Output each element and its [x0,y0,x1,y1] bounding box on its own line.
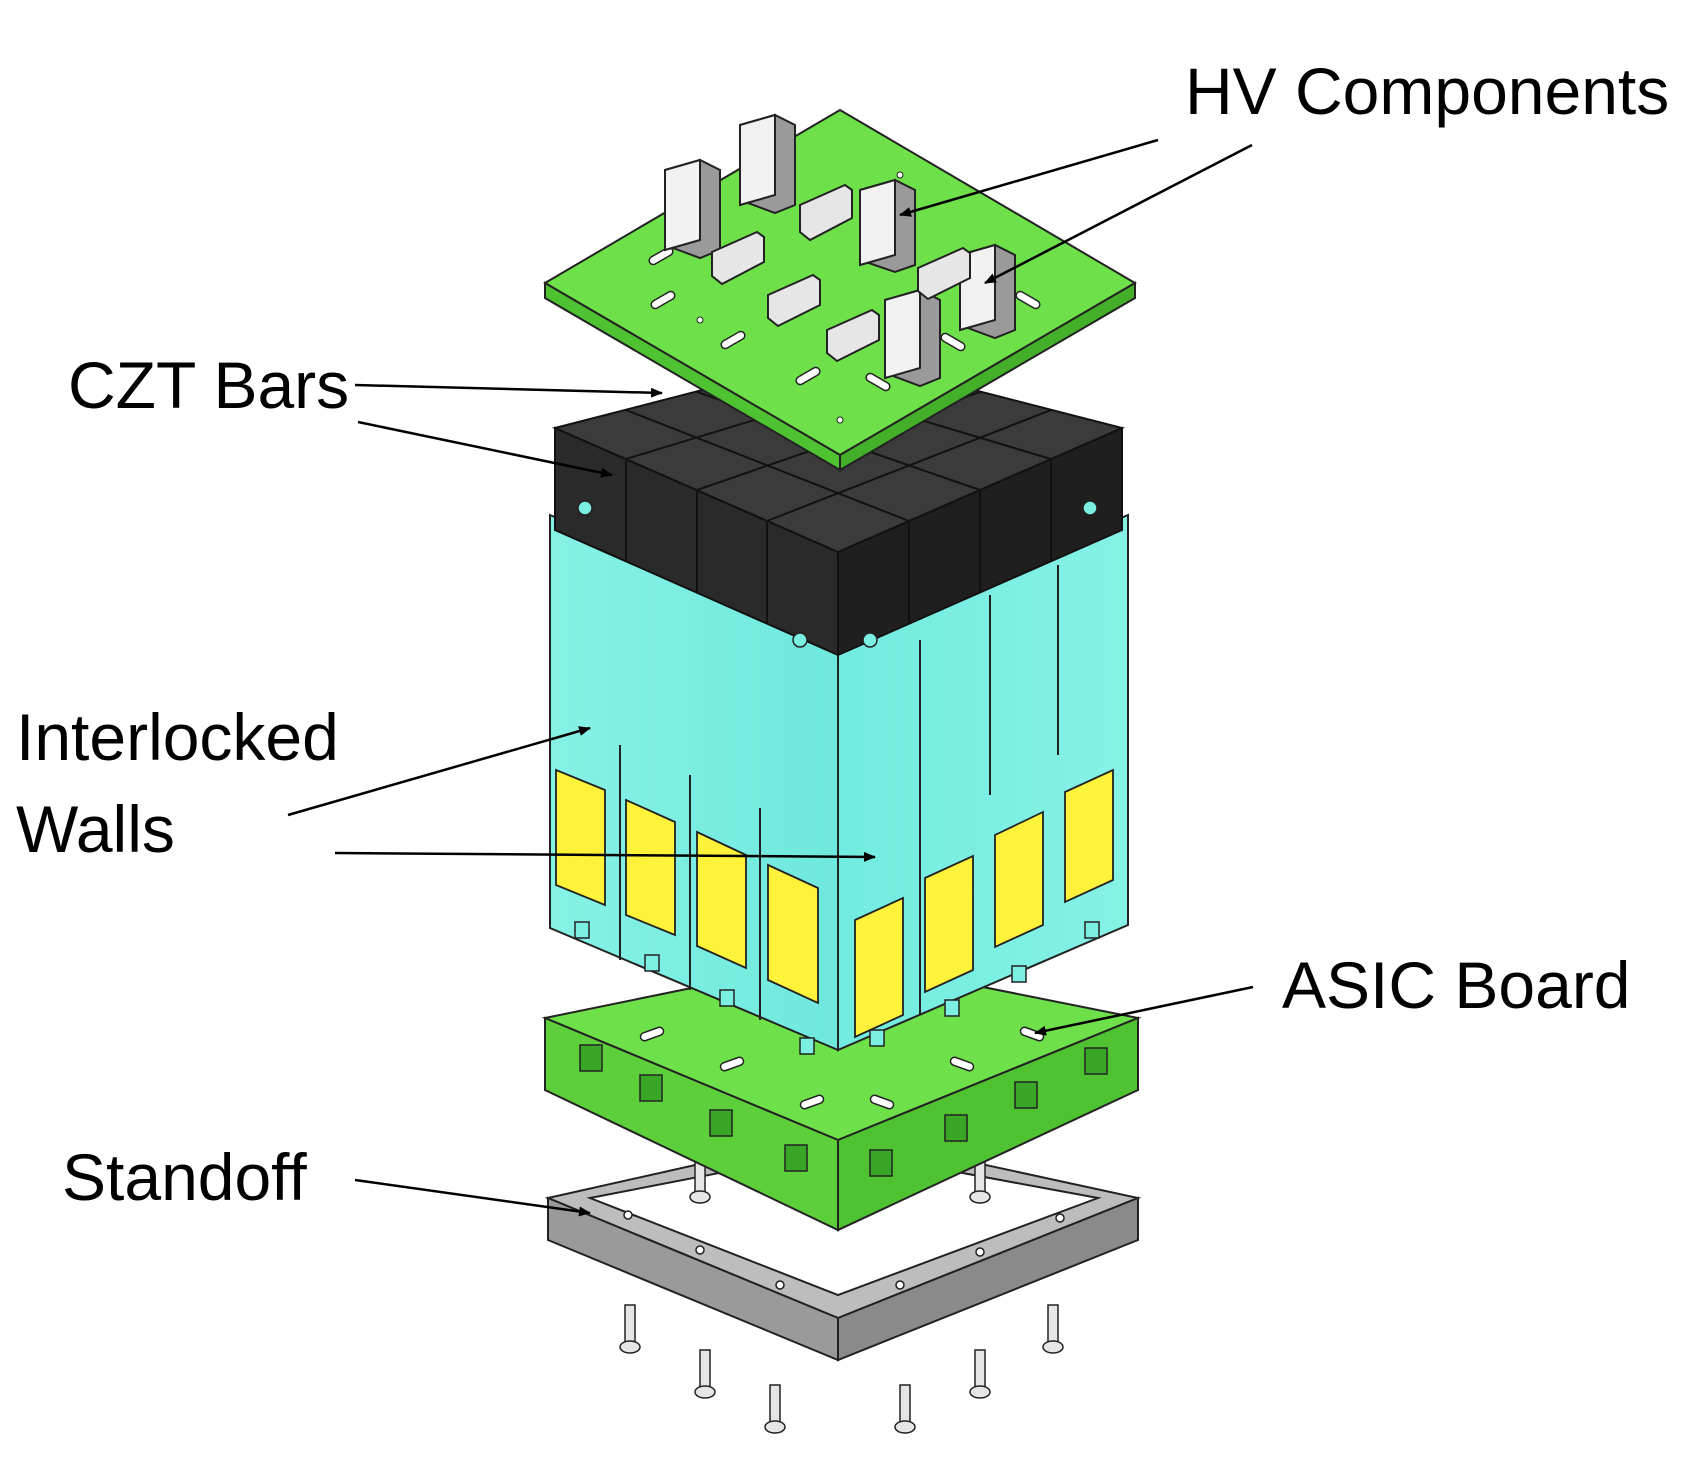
czt-leader-1 [354,383,663,398]
asic-leader [1034,985,1254,1036]
label-interlocked: Interlocked [16,700,339,774]
standoff-leader [354,1178,591,1217]
label-walls: Walls [16,792,175,866]
interlocked-walls [549,513,1129,1055]
label-standoff: Standoff [62,1140,307,1214]
label-hv-components: HV Components [1185,54,1669,128]
leader-lines [287,138,1254,1217]
label-czt-bars: CZT Bars [68,348,349,422]
czt-leader-2 [357,420,613,478]
walls-leader-2 [334,851,876,862]
hv-board [543,108,1137,472]
hv-leader-1 [899,138,1159,217]
label-asic-board: ASIC Board [1282,948,1631,1022]
hv-leader-2 [984,143,1253,285]
hv-components [664,113,1016,388]
walls-leader-1 [287,726,591,817]
